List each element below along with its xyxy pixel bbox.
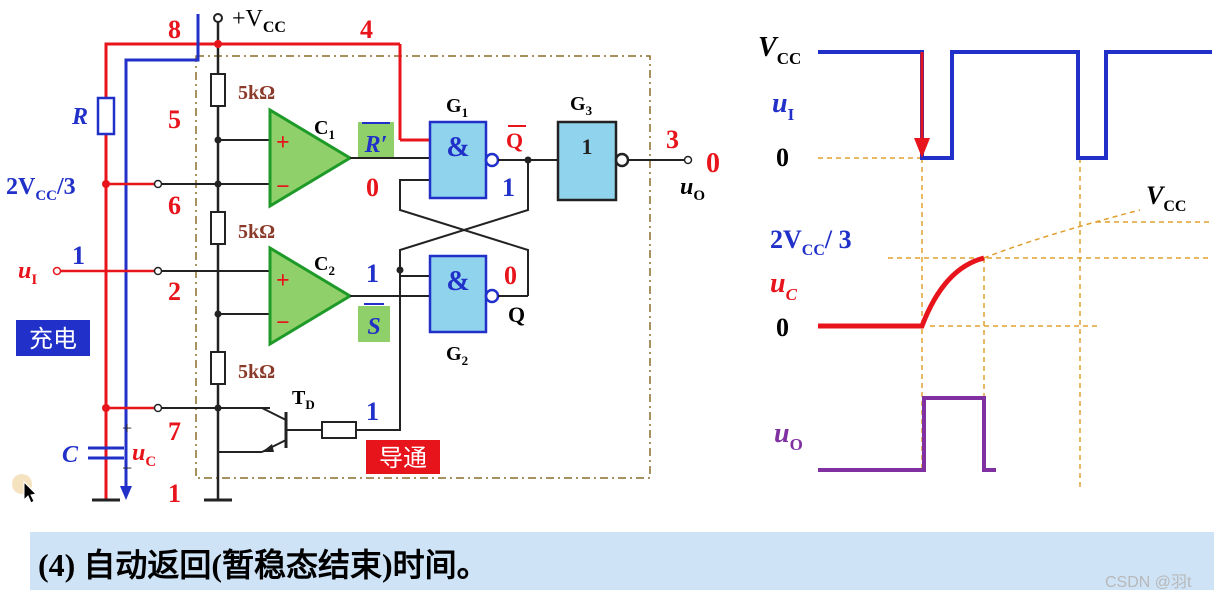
comparator-c1 (268, 107, 353, 209)
conducting-badge (366, 440, 440, 474)
gate-g2 (428, 254, 488, 334)
pin6-terminal (153, 179, 163, 189)
s-bar-label: S (367, 314, 380, 340)
wave-ui-label: uI (772, 88, 795, 124)
td-label: TD (292, 387, 315, 412)
wave-uo-label: uO (774, 418, 803, 454)
output-value: 0 (706, 148, 720, 179)
cross-coupling (399, 160, 529, 296)
g1-output-value: 1 (502, 173, 515, 202)
node-s-bar (396, 266, 404, 274)
td-emitter-arrow (262, 444, 274, 452)
s-bar-badge (358, 306, 390, 342)
c2-plus-sign: + (276, 268, 290, 294)
qbar-label: Q (506, 128, 523, 153)
ui-input-label: uI (18, 258, 37, 288)
cap-minus: − (122, 458, 132, 478)
g3-label: G3 (570, 93, 593, 118)
c2-minus-sign: − (276, 310, 290, 336)
guide-lines (818, 157, 1210, 488)
trigger-arrow-head (914, 138, 930, 158)
c1-label: C1 (314, 117, 335, 142)
ui-waveform (818, 50, 1212, 160)
capacitor-label: C (62, 442, 79, 468)
resistor-r (96, 96, 116, 136)
two-thirds-vcc-label: 2VCC/3 (6, 174, 76, 204)
g2-bubble (484, 288, 500, 304)
td-base-value: 1 (366, 397, 379, 426)
conducting-label: 导通 (379, 446, 427, 472)
vcc-terminal (213, 13, 223, 23)
ui-input-value: 1 (72, 241, 85, 270)
wave-uc-label: uC (770, 268, 798, 304)
g2-output-value: 0 (504, 261, 517, 290)
caption-text: (4) 自动返回(暂稳态结束)时间。 (38, 547, 489, 583)
wave-zero-2: 0 (776, 313, 789, 342)
uc-circuit-label: uC (132, 440, 156, 470)
mouse-cursor-icon (12, 474, 38, 504)
caption-bar (30, 532, 1214, 590)
ui-terminal (52, 266, 62, 276)
g1-label: G1 (446, 95, 468, 120)
charging-loop (104, 42, 430, 500)
watermark: CSDN @羽t (1105, 574, 1192, 591)
pin-2: 2 (168, 277, 181, 306)
pin-1: 1 (168, 479, 181, 508)
waveform-panel (818, 50, 1212, 488)
r-prime-label: R′ (364, 132, 388, 158)
pin-6: 6 (168, 191, 181, 220)
pin-7: 7 (168, 417, 181, 446)
uc-waveform (818, 255, 985, 329)
q-label: Q (508, 302, 525, 327)
divider-r2-label: 5kΩ (238, 221, 275, 243)
pin-4: 4 (360, 15, 373, 44)
c1-minus-sign: − (276, 174, 290, 200)
uo-waveform (818, 396, 996, 472)
pin-8: 8 (168, 15, 181, 44)
gate-g1 (428, 120, 488, 200)
pin7-terminal (153, 403, 163, 413)
g1-symbol: & (446, 132, 469, 163)
wave-vcc-label: VCC (758, 32, 801, 68)
divider-r3-label: 5kΩ (238, 361, 275, 383)
charging-label: 充电 (29, 326, 77, 353)
vcc-label: +VCC (232, 6, 286, 36)
c2-output-value: 1 (366, 259, 379, 288)
wire-td-to-latch (356, 276, 401, 431)
divider-r1-label: 5kΩ (238, 82, 275, 104)
r-prime-badge (358, 122, 394, 158)
node-pin8 (214, 40, 222, 48)
pin-5: 5 (168, 105, 181, 134)
g3-symbol: 1 (582, 134, 593, 159)
g3-bubble (614, 152, 630, 168)
g1-bubble (484, 152, 500, 168)
g2-label: G2 (446, 343, 468, 368)
pin2-terminal (153, 266, 163, 276)
cap-plus: + (122, 418, 132, 438)
uo-circuit-label: uO (680, 174, 705, 204)
blue-arrow-head (120, 486, 132, 500)
pin-3: 3 (666, 125, 679, 154)
g2-symbol: & (446, 266, 469, 297)
ic-boundary (195, 55, 651, 479)
c1-plus-sign: + (276, 130, 290, 156)
comparator-c2 (268, 245, 353, 347)
divider-resistors (210, 73, 226, 385)
wave-zero-1: 0 (776, 143, 789, 172)
c2-label: C2 (314, 253, 335, 278)
output-terminal (683, 155, 693, 165)
c1-output-value: 0 (366, 173, 379, 202)
resistor-r-label: R (71, 104, 88, 130)
td-base-resistor (321, 421, 357, 439)
blue-current-path (124, 14, 200, 490)
td-collector (261, 407, 287, 421)
wave-vcc-asymptote-label: VCC (1146, 181, 1186, 215)
wave-two-thirds-label: 2VCC/ 3 (770, 225, 852, 259)
node-qbar (524, 156, 532, 164)
charging-badge (16, 320, 90, 356)
